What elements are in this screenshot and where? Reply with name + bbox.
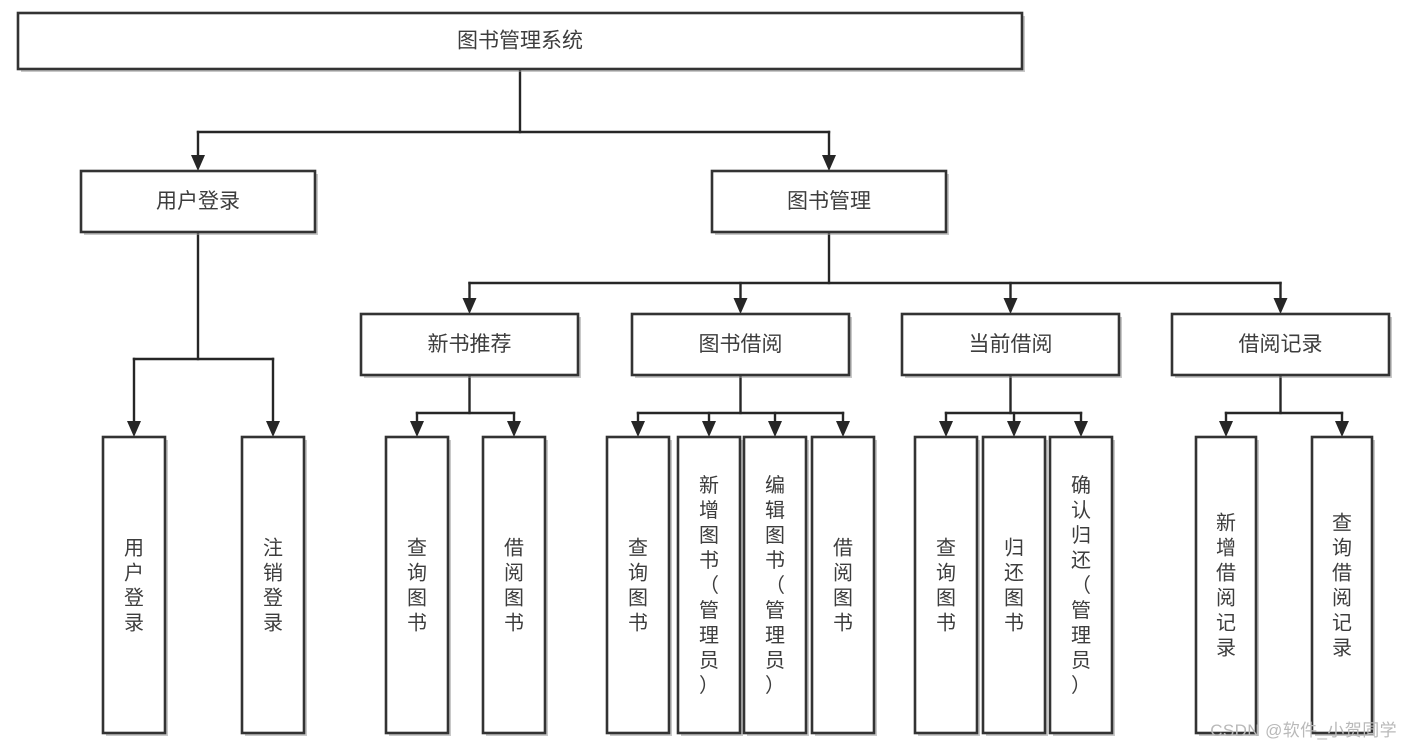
node-leaf-query-book[interactable]: 查询图书 [605, 435, 672, 736]
connector-group-borrow-record [1219, 373, 1349, 437]
node-label: 新增图书（管理员） [699, 474, 719, 697]
node-label: 当前借阅 [969, 333, 1053, 356]
arrow-head-icon [1003, 298, 1018, 314]
connector-layer [127, 67, 1349, 437]
watermark-text: CSDN @软件_小贺同学 [1210, 721, 1397, 740]
node-label: 查询图书 [407, 537, 427, 635]
node-leaf-edit-book[interactable]: 编辑图书（管理员） [742, 435, 809, 736]
node-label: 编辑图书（管理员） [765, 474, 785, 697]
arrow-head-icon [1007, 421, 1021, 437]
connector-group-book-manage [462, 230, 1288, 314]
node-label: 查询借阅记录 [1332, 512, 1352, 660]
arrow-head-icon [410, 421, 424, 437]
arrow-head-icon [266, 421, 280, 437]
arrow-head-icon [1273, 298, 1288, 314]
node-borrow-record[interactable]: 借阅记录 [1170, 312, 1392, 378]
node-leaf-logout[interactable]: 注销登录 [240, 435, 307, 736]
node-label: 归还图书 [1004, 537, 1024, 635]
node-leaf-add-record[interactable]: 新增借阅记录 [1194, 435, 1259, 736]
node-label: 注销登录 [263, 537, 283, 635]
node-leaf-query-book-rec[interactable]: 查询图书 [384, 435, 451, 736]
node-leaf-query-record[interactable]: 查询借阅记录 [1310, 435, 1375, 736]
arrow-head-icon [702, 421, 716, 437]
node-book-borrow[interactable]: 图书借阅 [630, 312, 852, 378]
arrow-head-icon [507, 421, 521, 437]
arrow-head-icon [1074, 421, 1088, 437]
arrow-head-icon [1335, 421, 1349, 437]
node-leaf-return-book[interactable]: 归还图书 [981, 435, 1048, 736]
connector-group-user-login [127, 230, 280, 437]
node-leaf-borrow-book[interactable]: 借阅图书 [810, 435, 877, 736]
node-label: 借阅图书 [833, 537, 853, 635]
arrow-head-icon [768, 421, 782, 437]
node-leaf-query-book-cur[interactable]: 查询图书 [913, 435, 980, 736]
arrow-head-icon [462, 298, 477, 314]
node-new-book-rec[interactable]: 新书推荐 [359, 312, 581, 378]
connector-group-new-book-rec [410, 373, 521, 437]
node-label: 查询图书 [628, 537, 648, 635]
node-label: 新书推荐 [428, 333, 512, 356]
node-label: 确认归还（管理员） [1071, 474, 1091, 697]
arrow-head-icon [733, 298, 748, 314]
connector-group-current-borrow [939, 373, 1088, 437]
arrow-head-icon [822, 155, 836, 171]
node-leaf-user-login[interactable]: 用户登录 [101, 435, 168, 736]
node-label: 用户登录 [124, 538, 144, 635]
arrow-head-icon [939, 421, 953, 437]
node-label: 图书管理 [787, 190, 871, 213]
node-label: 查询图书 [936, 537, 956, 635]
arrow-head-icon [191, 155, 205, 171]
node-root[interactable]: 图书管理系统 [16, 11, 1025, 72]
node-layer: 图书管理系统用户登录图书管理新书推荐图书借阅当前借阅借阅记录用户登录注销登录查询… [16, 11, 1392, 736]
arrow-head-icon [631, 421, 645, 437]
node-label: 图书管理系统 [457, 30, 583, 53]
node-label: 图书借阅 [699, 333, 783, 356]
arrow-head-icon [127, 421, 141, 437]
arrow-head-icon [1219, 421, 1233, 437]
node-leaf-add-book[interactable]: 新增图书（管理员） [676, 435, 743, 736]
node-label: 新增借阅记录 [1216, 512, 1236, 660]
node-label: 用户登录 [156, 190, 240, 213]
node-current-borrow[interactable]: 当前借阅 [900, 312, 1122, 378]
node-user-login[interactable]: 用户登录 [79, 169, 318, 235]
node-book-manage[interactable]: 图书管理 [710, 169, 949, 235]
node-leaf-borrow-book-rec[interactable]: 借阅图书 [481, 435, 548, 736]
node-label: 借阅图书 [504, 537, 524, 635]
arrow-head-icon [836, 421, 850, 437]
node-leaf-confirm-return[interactable]: 确认归还（管理员） [1048, 435, 1115, 736]
node-label: 借阅记录 [1239, 333, 1323, 356]
connector-group-root [191, 67, 836, 171]
connector-group-book-borrow [631, 373, 850, 437]
